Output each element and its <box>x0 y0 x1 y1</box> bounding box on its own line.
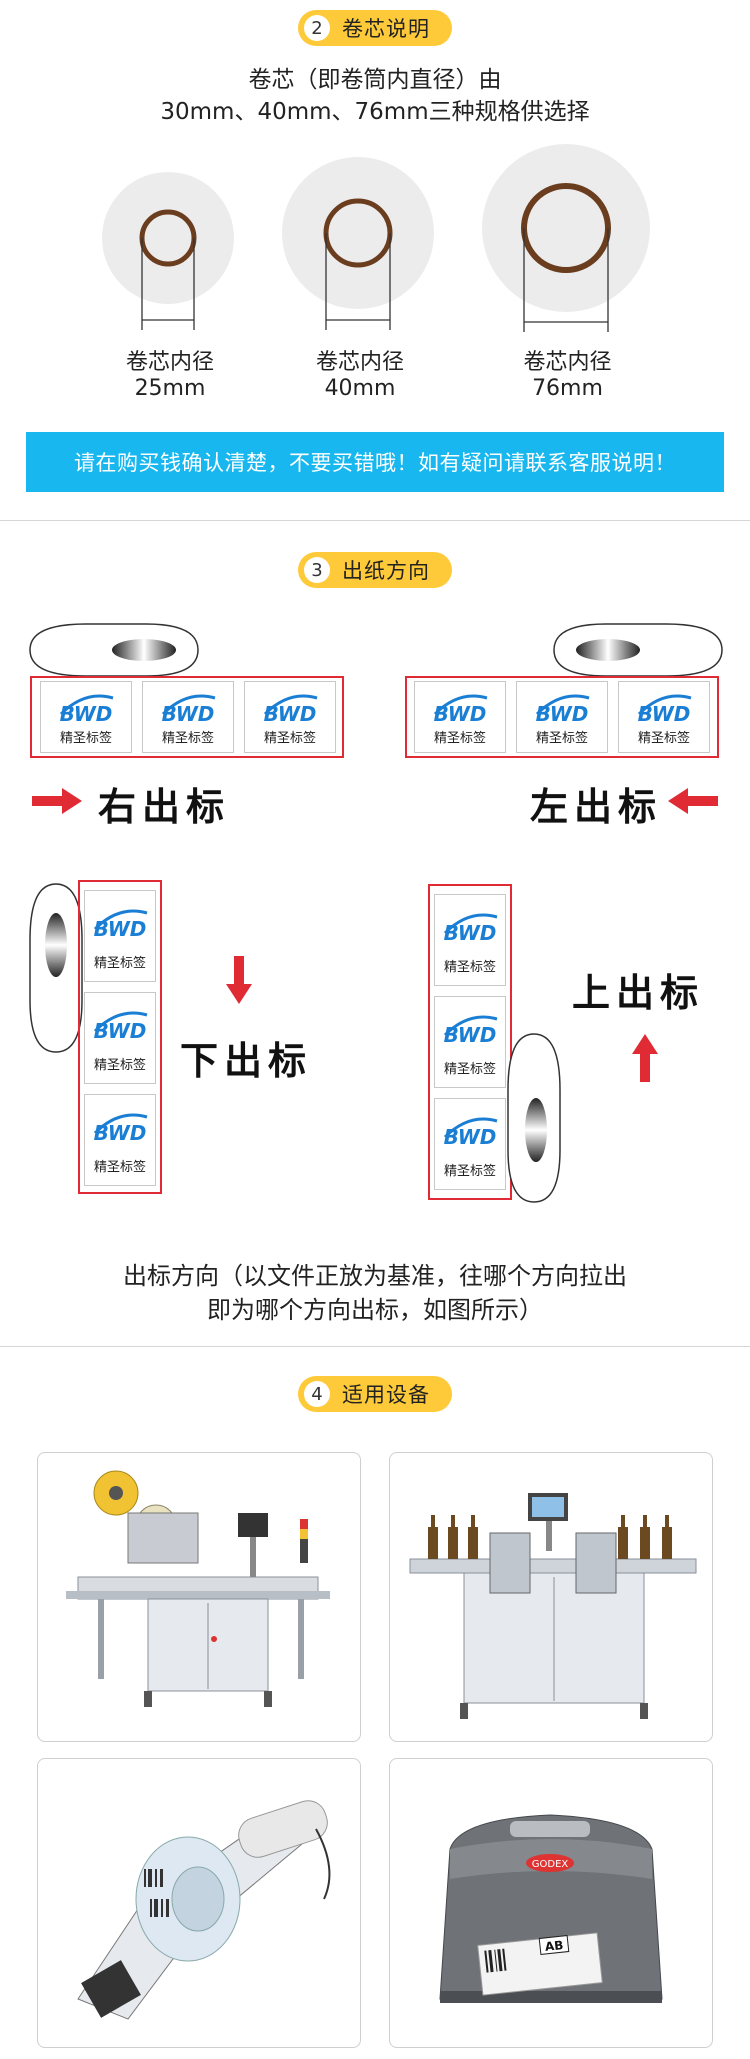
section-title: 适用设备 <box>342 1383 430 1407</box>
svg-text:BWD: BWD <box>638 702 691 726</box>
bwd-logo-icon: BWD <box>264 694 318 726</box>
label-sticker: BWD 精圣标签 <box>434 1098 506 1190</box>
bwd-logo-icon: BWD <box>60 694 114 726</box>
svg-text:BWD: BWD <box>94 917 147 941</box>
direction-down-out: 下出标 <box>180 1039 313 1083</box>
svg-text:BWD: BWD <box>434 702 487 726</box>
label-sticker: BWD 精圣标签 <box>142 681 234 753</box>
section-title: 出纸方向 <box>342 559 430 583</box>
label-sticker: BWD 精圣标签 <box>434 996 506 1088</box>
svg-text:BWD: BWD <box>536 702 589 726</box>
flat-labeling-machine-image <box>66 1470 330 1707</box>
device-card-label-printer: GODEX AB <box>389 1758 713 2048</box>
label-strip-right-out <box>30 676 344 758</box>
bwd-logo-icon: BWD <box>444 1015 498 1047</box>
bwd-logo-icon: BWD <box>94 909 148 941</box>
label-printer-image: GODEX AB <box>439 1814 663 2003</box>
roll-horizontal-right <box>553 623 723 677</box>
arrow-down-icon <box>226 956 252 1004</box>
bwd-logo-icon: BWD <box>444 1117 498 1149</box>
label-strip-up-out <box>428 884 512 1200</box>
core-ring-76 <box>482 144 650 332</box>
roll-horizontal-left <box>29 623 199 677</box>
notice-banner: 请在购买钱确认清楚，不要买错哦！如有疑问请联系客服说明！ <box>26 432 724 492</box>
section-title: 卷芯说明 <box>342 17 430 41</box>
core-ring-25 <box>102 172 234 330</box>
section-divider <box>0 1346 750 1347</box>
svg-text:BWD: BWD <box>444 921 497 945</box>
label-sticker: BWD 精圣标签 <box>84 992 156 1084</box>
arrow-left-icon <box>668 788 718 814</box>
label-sticker: BWD 精圣标签 <box>40 681 132 753</box>
direction-caption-line1: 出标方向（以文件正放为基准，往哪个方向拉出 <box>123 1262 627 1290</box>
roll-vertical-left <box>29 883 83 1053</box>
bwd-logo-icon: BWD <box>638 694 692 726</box>
label-sticker: BWD 精圣标签 <box>84 1094 156 1186</box>
bwd-logo-icon: BWD <box>434 694 488 726</box>
direction-left-out: 左出标 <box>530 785 663 829</box>
section-number: 3 <box>304 557 330 583</box>
bwd-logo-icon: BWD <box>94 1011 148 1043</box>
svg-text:BWD: BWD <box>444 1023 497 1047</box>
printer-brand-logo: GODEX <box>532 1859 569 1870</box>
svg-text:BWD: BWD <box>94 1019 147 1043</box>
core-desc-line2: 30mm、40mm、76mm三种规格供选择 <box>160 99 590 125</box>
section-pill-direction: 3 出纸方向 <box>298 552 452 588</box>
label-sticker: BWD 精圣标签 <box>244 681 336 753</box>
section-number: 2 <box>304 15 330 41</box>
bwd-logo-icon: BWD <box>536 694 590 726</box>
printer-sample-label: AB <box>544 1938 564 1954</box>
label-sticker: BWD 精圣标签 <box>516 681 608 753</box>
device-card-handheld-labeler <box>37 1758 361 2048</box>
device-card-flat-labeler <box>37 1452 361 1742</box>
direction-right-out: 右出标 <box>98 785 231 829</box>
label-strip-down-out <box>78 880 162 1194</box>
roll-vertical-right <box>507 1033 561 1203</box>
bottle-labeling-machine-image <box>409 1493 697 1719</box>
section-pill-devices: 4 适用设备 <box>298 1376 452 1412</box>
section-divider <box>0 520 750 521</box>
arrow-up-icon <box>632 1034 658 1082</box>
arrow-right-icon <box>32 788 82 814</box>
svg-text:BWD: BWD <box>162 702 215 726</box>
label-strip-left-out <box>405 676 719 758</box>
direction-up-out: 上出标 <box>572 971 705 1015</box>
svg-text:BWD: BWD <box>264 702 317 726</box>
handheld-labeler-image <box>77 1800 331 2020</box>
section-number: 4 <box>304 1381 330 1407</box>
bwd-logo-icon: BWD <box>444 913 498 945</box>
bwd-logo-icon: BWD <box>162 694 216 726</box>
label-sticker: BWD 精圣标签 <box>414 681 506 753</box>
device-card-bottle-labeler <box>389 1452 713 1742</box>
core-ring-40 <box>282 157 434 330</box>
direction-caption-line2: 即为哪个方向出标，如图所示） <box>207 1296 543 1324</box>
label-sticker: BWD 精圣标签 <box>434 894 506 986</box>
label-sticker: BWD 精圣标签 <box>618 681 710 753</box>
svg-text:BWD: BWD <box>94 1121 147 1145</box>
label-sticker: BWD 精圣标签 <box>84 890 156 982</box>
bwd-logo-icon: BWD <box>94 1113 148 1145</box>
svg-text:BWD: BWD <box>60 702 113 726</box>
section-pill-core: 2 卷芯说明 <box>298 10 452 46</box>
core-desc-line1: 卷芯（即卷筒内直径）由 <box>248 67 502 93</box>
svg-text:BWD: BWD <box>444 1125 497 1149</box>
